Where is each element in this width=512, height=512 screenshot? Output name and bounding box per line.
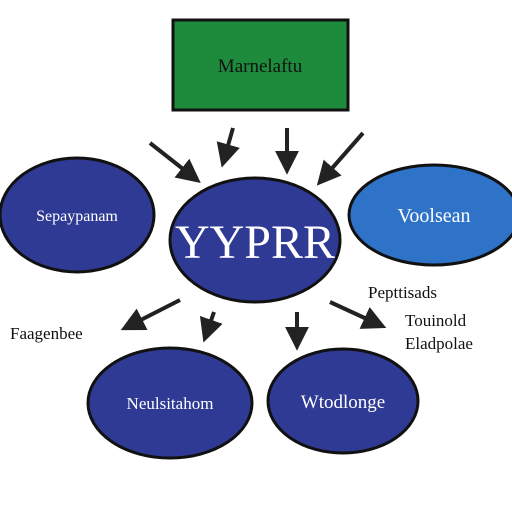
node-bottom-left-label: Neulsitahom (127, 394, 214, 413)
label-left-out: Faagenbee (10, 324, 83, 343)
arrow-center-bottomleft (199, 311, 223, 343)
node-left-label: Sepaypanam (36, 208, 118, 225)
arrow-center-right (329, 300, 387, 329)
label-right-bottom: Eladpolae (405, 334, 473, 353)
top-box-label: Marnelaftu (218, 56, 303, 77)
node-right (347, 163, 512, 267)
node-bottom-right (266, 347, 420, 455)
top-box (171, 18, 350, 112)
label-right-top: Pepttisads (368, 283, 437, 302)
node-bottom-right-label: Wtodlonge (301, 392, 385, 413)
arrow-center-left (120, 298, 181, 331)
node-right-label: Voolsean (398, 205, 471, 227)
arrow-top-left (148, 141, 201, 183)
node-left (0, 156, 156, 274)
arrow-top-midleft (216, 127, 240, 168)
node-bottom-left (86, 346, 254, 460)
label-right-mid: Touinold (405, 311, 467, 330)
arrow-top-right (316, 131, 365, 186)
node-center (168, 176, 342, 304)
node-center-label: YYPRR (175, 216, 335, 269)
